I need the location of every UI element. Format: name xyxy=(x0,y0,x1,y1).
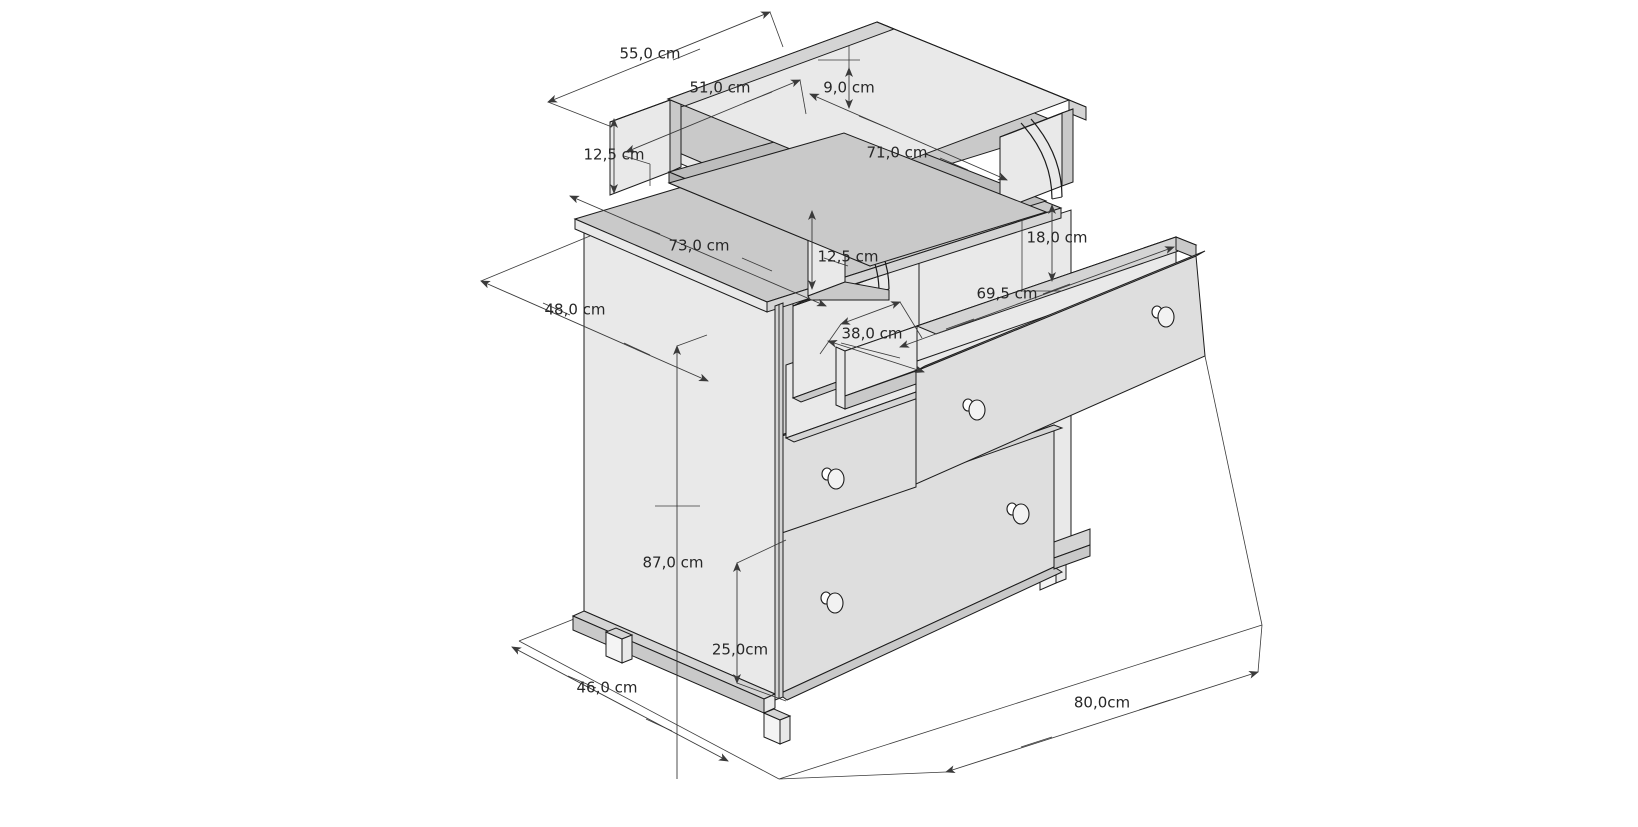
dim-label-73: 73,0 cm xyxy=(668,237,729,255)
dim-label-25: 25,0cm xyxy=(712,641,768,659)
dim-label-55: 55,0 cm xyxy=(619,45,680,63)
dim-695 xyxy=(899,246,1175,348)
dim-label-51: 51,0 cm xyxy=(689,79,750,97)
dim-label-38: 38,0 cm xyxy=(841,325,902,343)
dim-73 xyxy=(569,195,827,307)
dim-48 xyxy=(480,235,709,382)
foot-front-center xyxy=(762,708,792,745)
dim-label-125a: 12,5 cm xyxy=(583,146,644,164)
dim-80 xyxy=(778,624,1263,780)
dim-25 xyxy=(733,539,787,702)
dim-38 xyxy=(819,301,925,374)
dim-125-left xyxy=(610,118,651,194)
dim-label-125b: 12,5 cm xyxy=(817,248,878,266)
dim-label-695: 69,5 cm xyxy=(976,285,1037,303)
dim-51 xyxy=(625,79,807,153)
plinth-base-right xyxy=(1053,528,1091,570)
knob-bottom-drawer-left xyxy=(820,591,844,614)
foot-front-left xyxy=(604,627,634,664)
carcase-center-divider xyxy=(774,302,784,701)
dim-71 xyxy=(809,93,1008,181)
dim-label-46: 46,0 cm xyxy=(576,679,637,697)
knob-upper-front-drawer xyxy=(962,398,986,421)
dim-label-48: 48,0 cm xyxy=(544,301,605,319)
dim-label-87: 87,0 cm xyxy=(642,554,703,572)
dim-125-right xyxy=(808,210,849,290)
knob-middle-drawer-right xyxy=(1006,502,1030,525)
dim-label-9: 9,0 cm xyxy=(823,79,874,97)
dim-label-71: 71,0 cm xyxy=(866,144,927,162)
dim-46 xyxy=(511,646,729,762)
dim-55 xyxy=(547,11,784,128)
knob-middle-drawer-left xyxy=(821,467,845,490)
dim-label-18: 18,0 cm xyxy=(1026,229,1087,247)
dim-label-80: 80,0cm xyxy=(1074,694,1130,712)
